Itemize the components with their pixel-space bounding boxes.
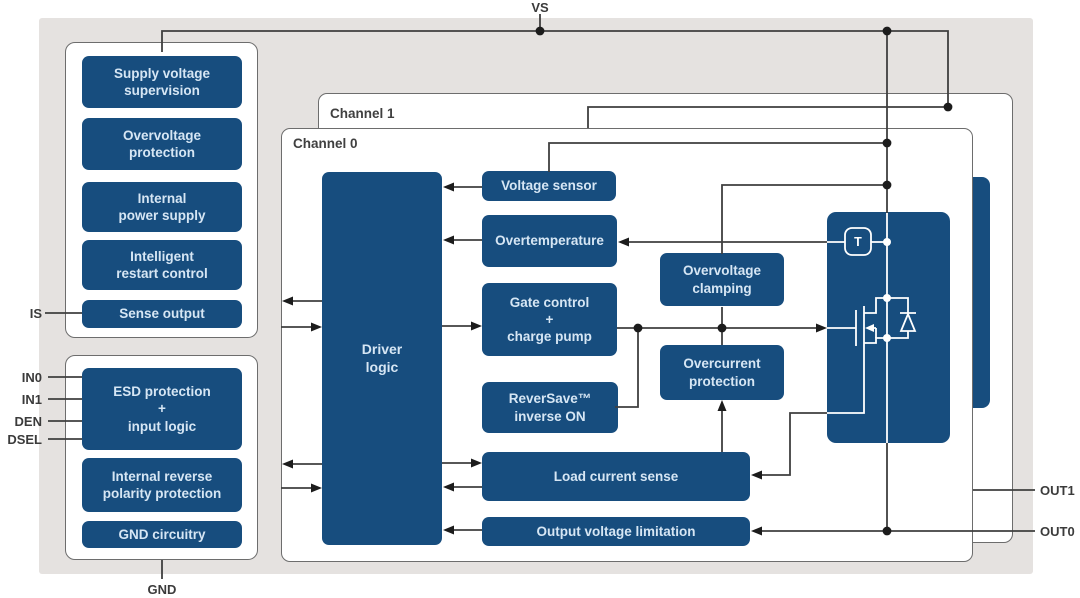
block-reversave-inverse-on: ReverSave™ inverse ON (482, 382, 618, 433)
pin-label-vs: VS (531, 0, 549, 15)
pin-label-dsel: DSEL (7, 432, 42, 447)
pin-label-out1: OUT1 (1040, 483, 1075, 498)
block-overcurrent-protection: Overcurrent protection (660, 345, 784, 400)
block-load-current-sense: Load current sense (482, 452, 750, 501)
block-gate-control-charge-pump: Gate control + charge pump (482, 283, 617, 356)
block-output-voltage-limitation: Output voltage limitation (482, 517, 750, 546)
block-power-mosfet (827, 212, 950, 443)
block-voltage-sensor: Voltage sensor (482, 171, 616, 201)
pin-label-gnd: GND (147, 582, 177, 597)
block-intelligent-restart-control: Intelligent restart control (82, 240, 242, 290)
block-reverse-polarity-protection: Internal reverse polarity protection (82, 458, 242, 512)
block-overvoltage-clamping: Overvoltage clamping (660, 253, 784, 306)
pin-label-den: DEN (14, 414, 42, 429)
block-supply-voltage-supervision: Supply voltage supervision (82, 56, 242, 108)
block-gnd-circuitry: GND circuitry (82, 521, 242, 548)
block-esd-input-logic: ESD protection + input logic (82, 368, 242, 450)
block-sense-output: Sense output (82, 300, 242, 328)
pin-label-in1: IN1 (21, 392, 42, 407)
block-driver-logic: Driver logic (322, 172, 442, 545)
pin-label-in0: IN0 (21, 370, 42, 385)
block-overvoltage-protection: Overvoltage protection (82, 118, 242, 170)
channel0-label: Channel 0 (293, 136, 358, 151)
block-overtemperature: Overtemperature (482, 215, 617, 267)
block-internal-power-supply: Internal power supply (82, 182, 242, 232)
channel1-label: Channel 1 (330, 106, 395, 121)
pin-label-out0: OUT0 (1040, 524, 1075, 539)
pin-label-is: IS (29, 306, 42, 321)
